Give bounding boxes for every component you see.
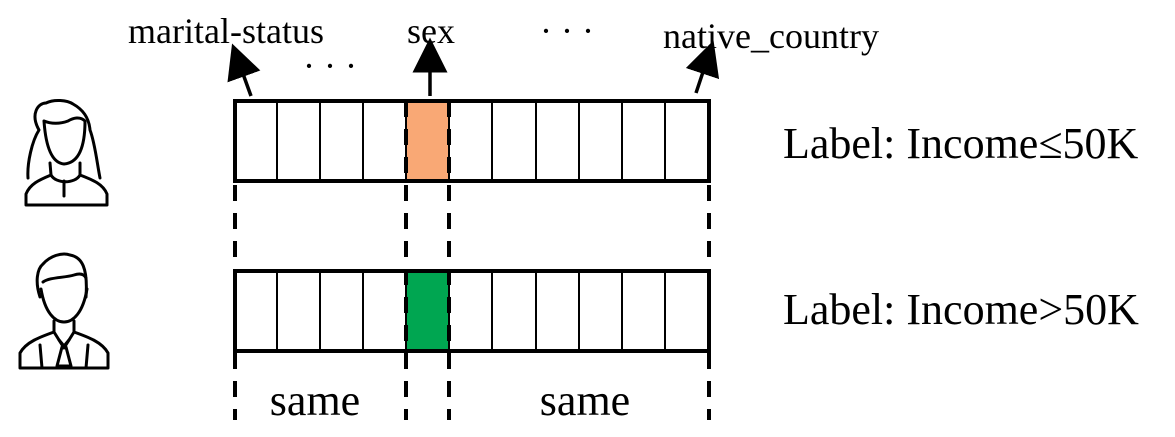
arrow-native-country [685, 40, 720, 94]
dashed-guides [233, 101, 711, 420]
feature-vector-row-2 [233, 269, 711, 353]
feature-vector-row-1 [233, 99, 711, 183]
woman-icon [24, 99, 109, 207]
same-label-right: same [540, 376, 630, 425]
ellipsis-right: · · · [540, 11, 594, 51]
arrow-marital-status [227, 43, 261, 97]
same-label-left: same [270, 376, 360, 425]
label-income-le-50k: Label: Income≤50K [783, 119, 1138, 168]
sex-cell-highlight-man [406, 273, 448, 350]
sex-label: sex [407, 11, 455, 51]
man-icon [18, 252, 110, 370]
ellipsis-left: · · · [303, 46, 357, 86]
marital-status-label: marital-status [128, 11, 324, 51]
label-income-gt-50k: Label: Income>50K [783, 285, 1139, 334]
native-country-label: native_country [663, 16, 879, 56]
sex-cell-highlight-woman [406, 103, 448, 180]
